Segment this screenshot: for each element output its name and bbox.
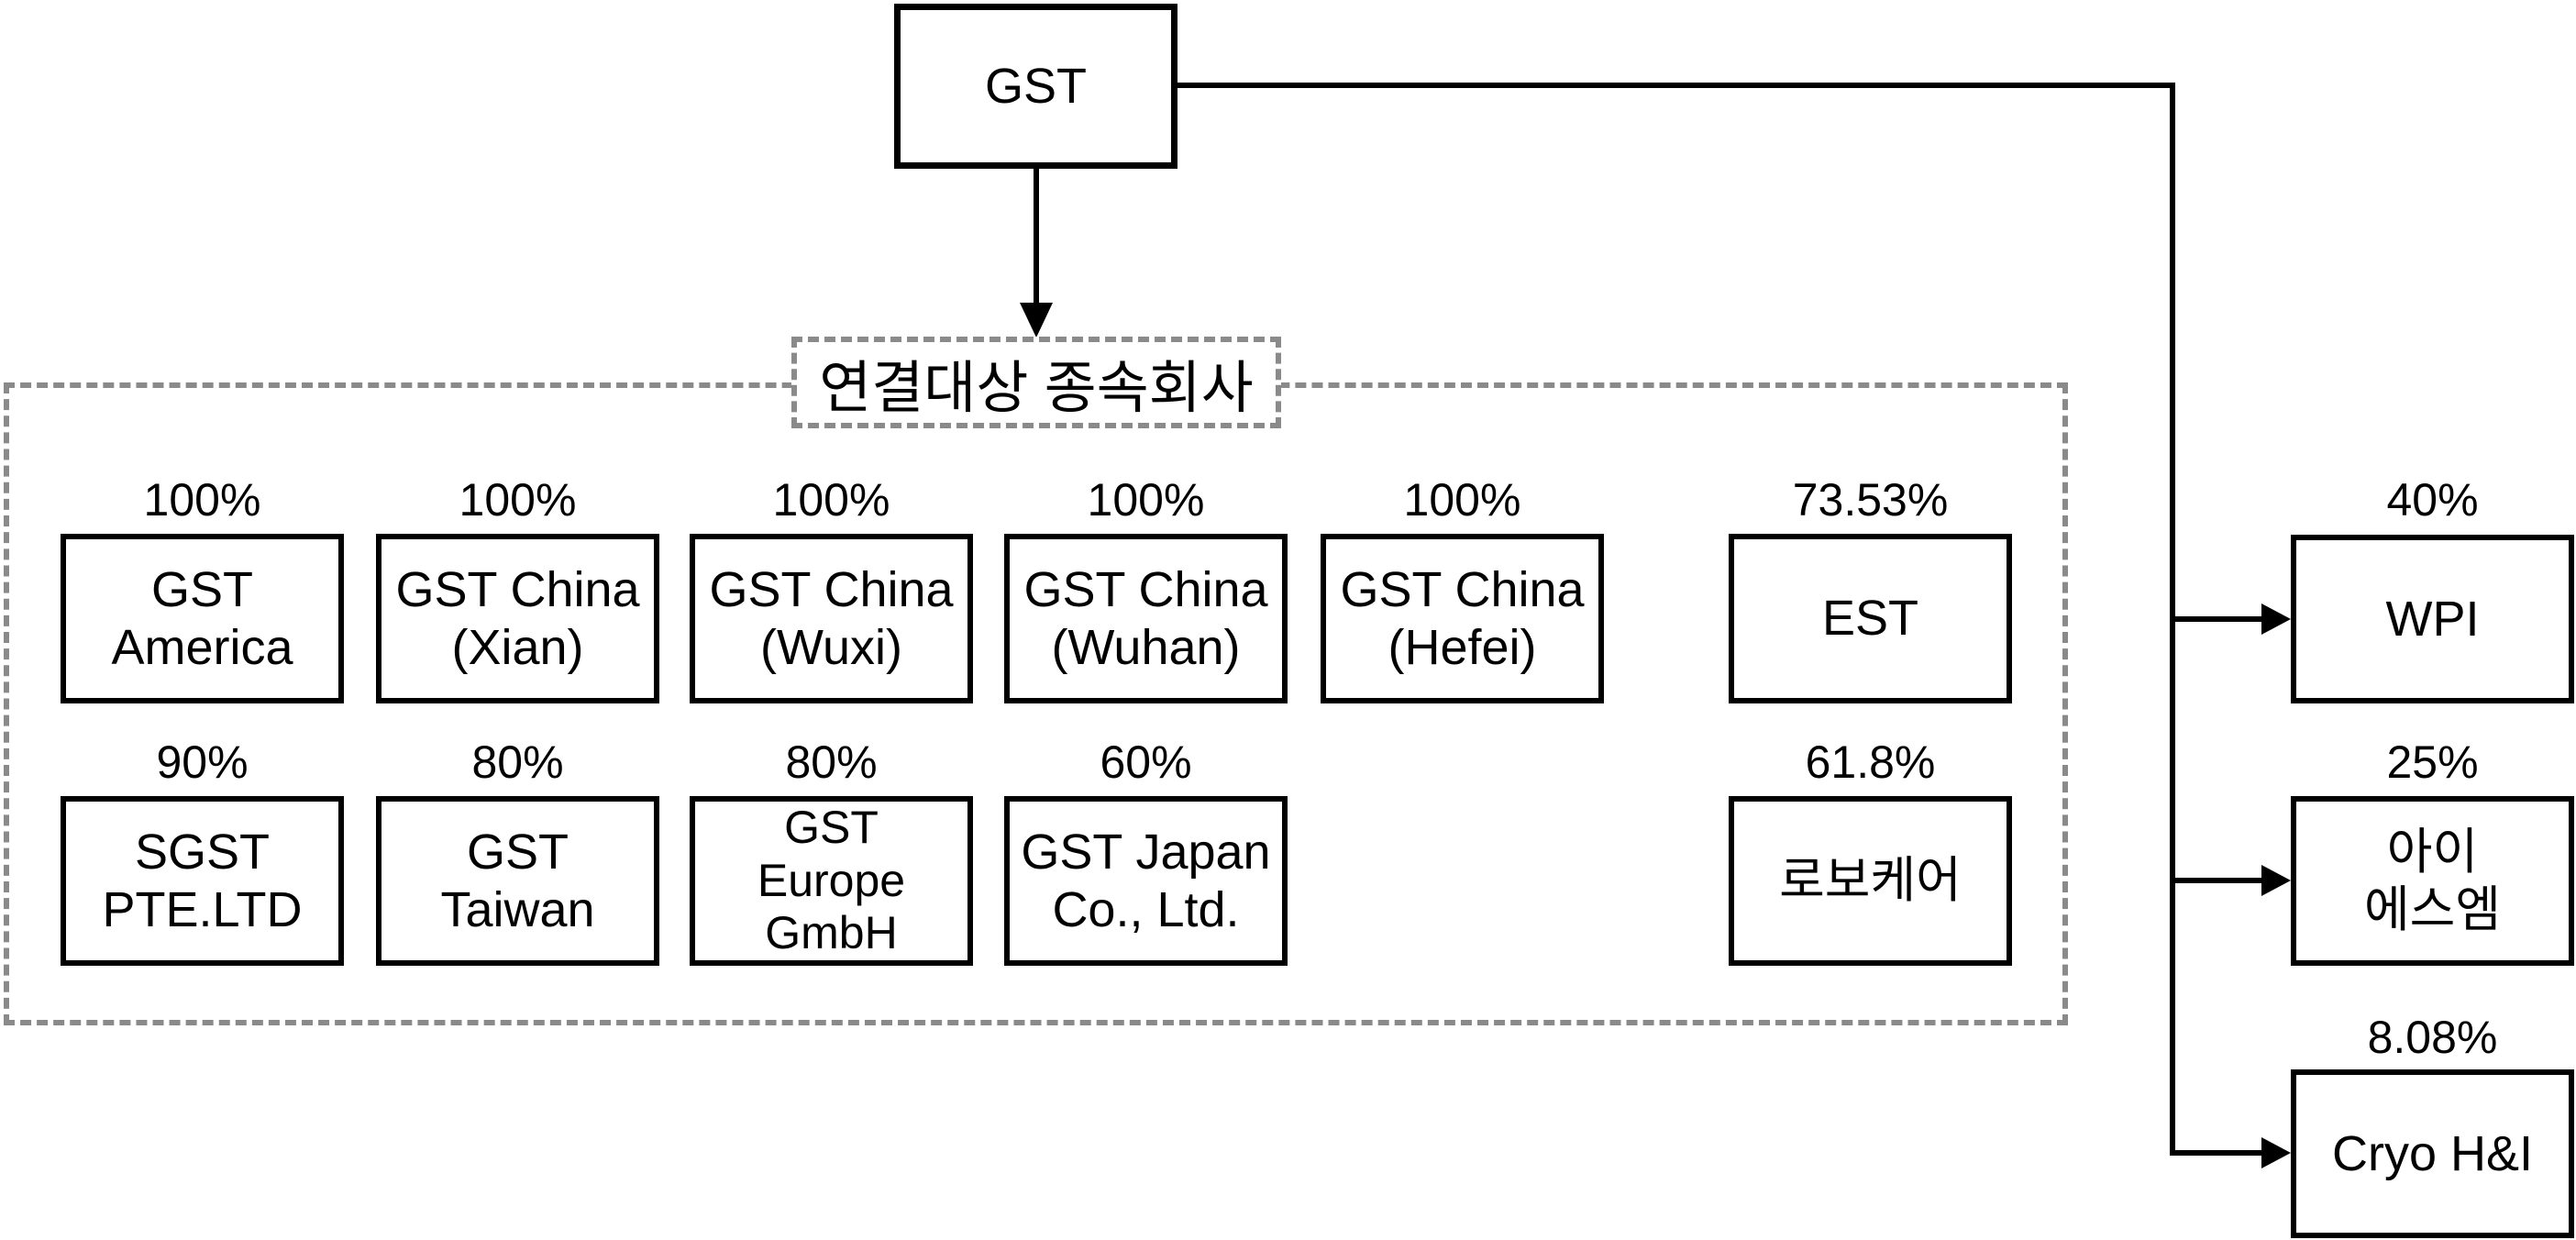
ownership-pct: 40% — [2386, 474, 2479, 526]
org-box-robocare: 로보케어 — [1729, 796, 2012, 966]
org-box-gst-taiwan: GST Taiwan — [376, 796, 659, 966]
branch-line-ism — [2175, 878, 2261, 883]
branch-line-cryo — [2170, 1150, 2261, 1156]
ownership-pct: 25% — [2386, 736, 2479, 788]
arrowhead-cryo-icon — [2261, 1137, 2291, 1168]
org-box-label: GST Taiwan — [440, 825, 595, 937]
subsidiaries-group-label-box: 연결대상 종속회사 — [791, 337, 1281, 428]
org-box-gst-root: GST — [894, 4, 1177, 169]
ownership-pct: 80% — [471, 736, 564, 788]
ownership-pct: 100% — [143, 474, 261, 526]
branch-line-wpi — [2175, 616, 2261, 622]
ownership-pct: 90% — [156, 736, 249, 788]
ownership-pct: 73.53% — [1792, 474, 1949, 526]
subsidiaries-group-label: 연결대상 종속회사 — [819, 357, 1254, 420]
org-box-gst-china-hefei: GST China (Hefei) — [1321, 534, 1604, 703]
org-box-gst-america: GST America — [61, 534, 344, 703]
connector-root-to-affiliates — [1177, 83, 2175, 88]
org-box-label: GST China (Wuhan) — [1023, 562, 1268, 675]
org-box-label: 로보케어 — [1779, 853, 1962, 909]
org-box-wpi: WPI — [2291, 535, 2574, 703]
arrowhead-ism-icon — [2261, 865, 2291, 896]
org-box-label: GST Europe GmbH — [757, 802, 906, 959]
arrowhead-wpi-icon — [2261, 603, 2291, 635]
org-box-label: GST America — [111, 562, 293, 675]
org-box-gst-china-xian: GST China (Xian) — [376, 534, 659, 703]
ownership-pct: 100% — [1087, 474, 1205, 526]
org-box-label: GST China (Hefei) — [1340, 562, 1585, 675]
org-box-gst-japan: GST Japan Co., Ltd. — [1004, 796, 1288, 966]
org-box-label: GST China (Wuxi) — [709, 562, 954, 675]
org-box-label: SGST PTE.LTD — [102, 825, 303, 937]
org-box-label: GST Japan Co., Ltd. — [1021, 825, 1271, 937]
org-box-sgst-pte-ltd: SGST PTE.LTD — [61, 796, 344, 966]
org-box-ism: 아이 에스엠 — [2291, 796, 2574, 966]
org-box-gst-china-wuxi: GST China (Wuxi) — [690, 534, 973, 703]
org-box-label: WPI — [2385, 591, 2480, 647]
gst-root-label: GST — [984, 58, 1087, 114]
org-box-cryo-hi: Cryo H&I — [2291, 1069, 2574, 1238]
ownership-pct: 80% — [785, 736, 878, 788]
affiliates-trunk-line — [2170, 83, 2175, 1156]
ownership-pct: 100% — [459, 474, 577, 526]
ownership-pct: 100% — [772, 474, 890, 526]
arrowhead-down-icon — [1020, 303, 1053, 338]
org-box-gst-europe-gmbh: GST Europe GmbH — [690, 796, 973, 966]
org-box-label: GST China (Xian) — [395, 562, 640, 675]
ownership-pct: 61.8% — [1805, 736, 1936, 788]
ownership-pct: 60% — [1100, 736, 1192, 788]
org-box-label: Cryo H&I — [2331, 1125, 2534, 1181]
ownership-pct: 8.08% — [2367, 1012, 2498, 1063]
org-box-label: 아이 에스엠 — [2363, 825, 2502, 937]
ownership-pct: 100% — [1403, 474, 1521, 526]
org-box-label: EST — [1821, 591, 1919, 647]
org-box-gst-china-wuhan: GST China (Wuhan) — [1004, 534, 1288, 703]
connector-root-to-subsidiaries — [1034, 169, 1039, 306]
org-box-est: EST — [1729, 534, 2012, 703]
